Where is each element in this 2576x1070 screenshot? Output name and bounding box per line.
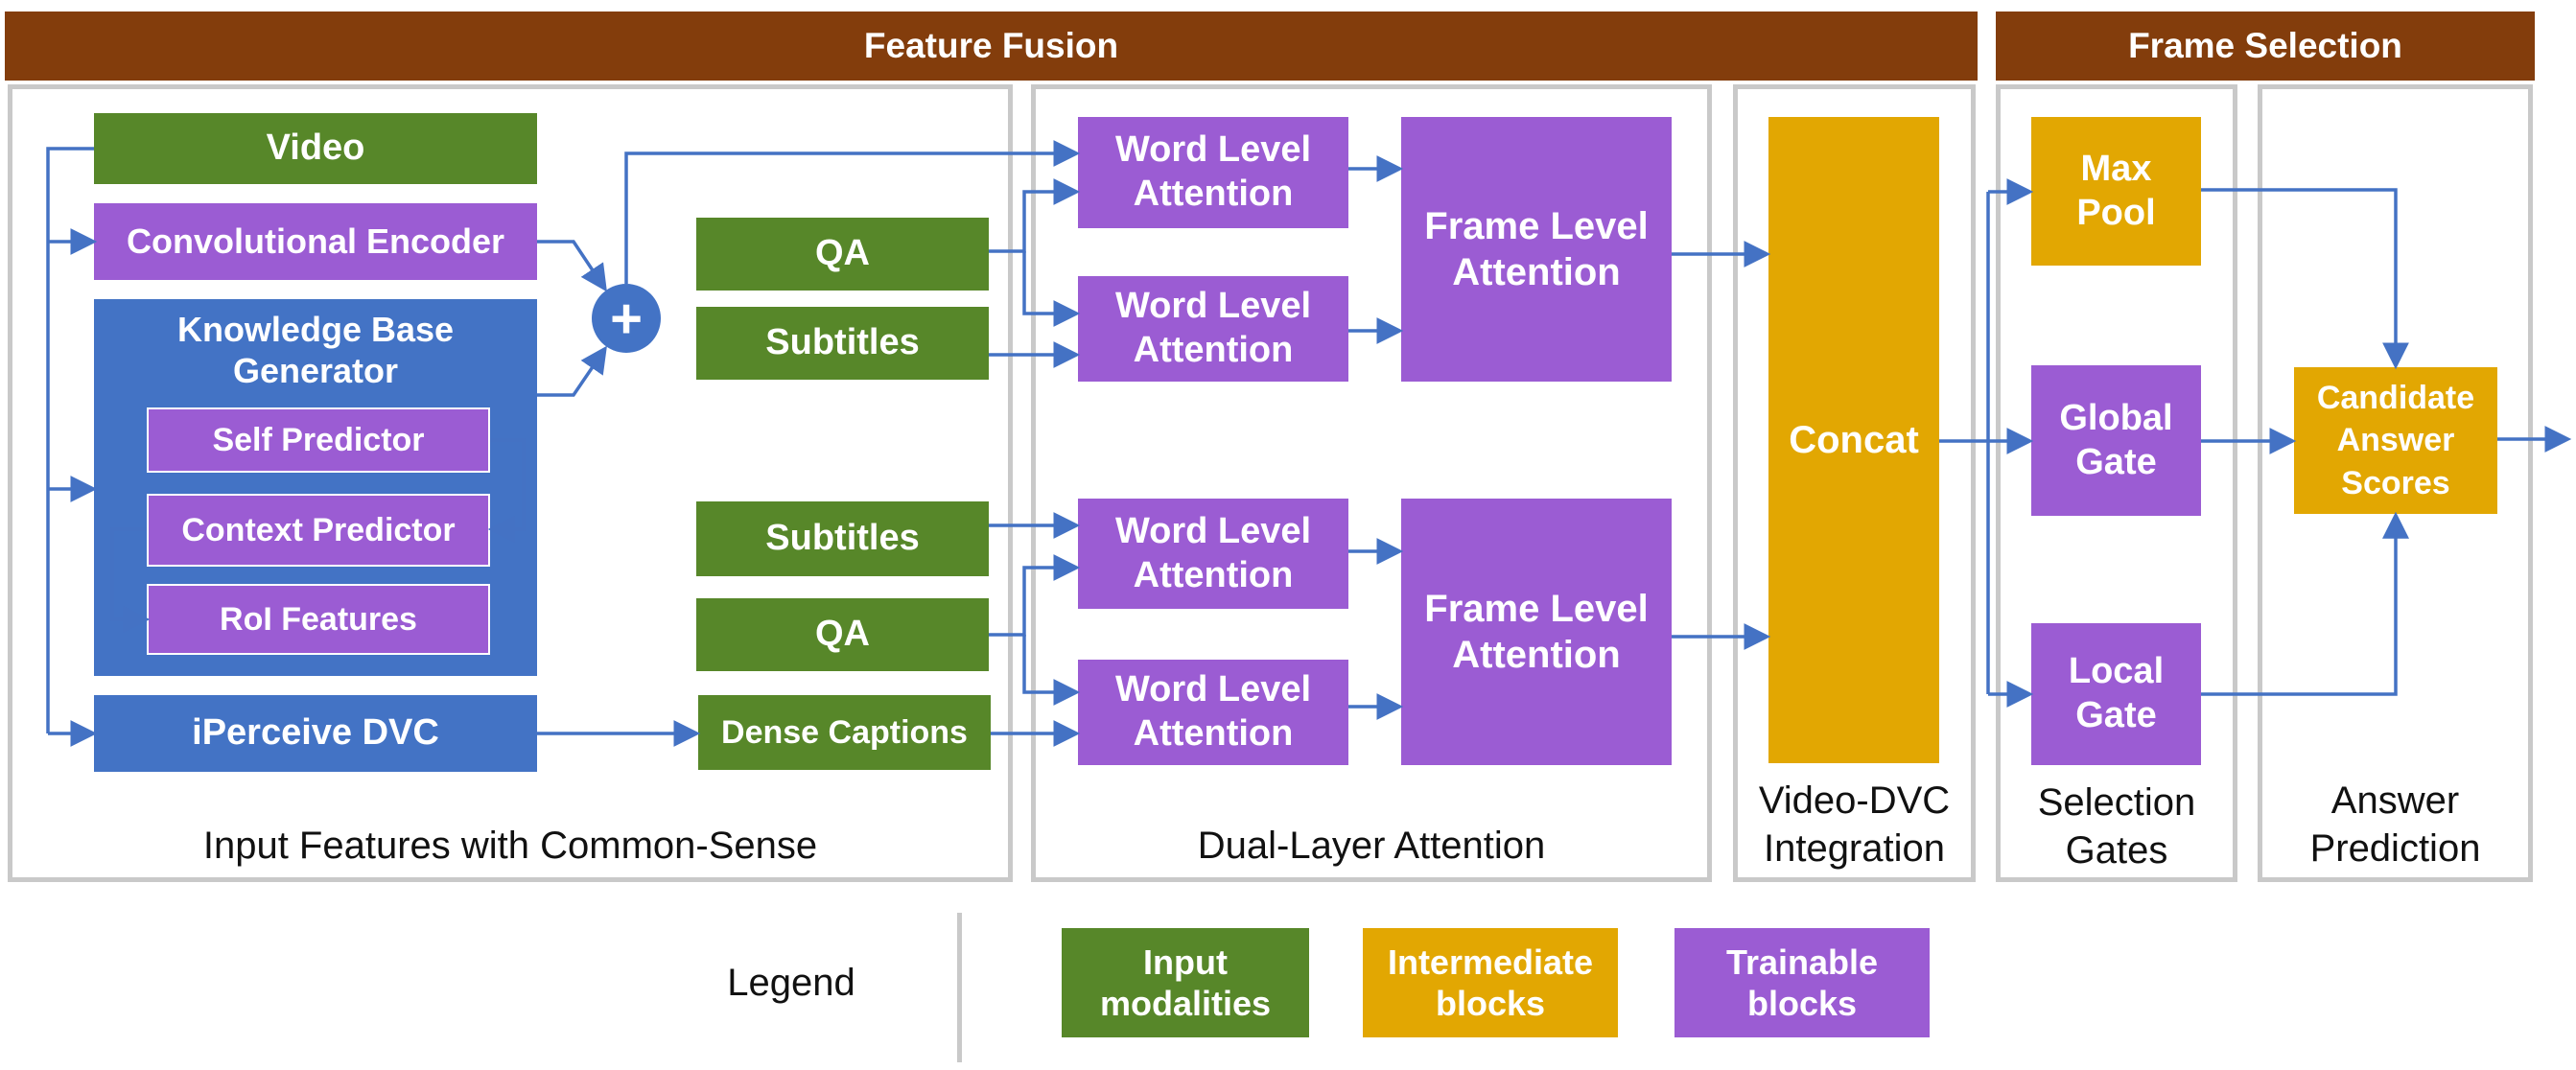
context-to-roi-arrow <box>110 527 151 633</box>
subtitles-top-block: Subtitles <box>696 307 989 380</box>
legend-intermediate-blocks: Intermediate blocks <box>1363 928 1618 1037</box>
selection-gates-panel <box>1996 84 2237 882</box>
frame-selection-header: Frame Selection <box>1996 12 2535 81</box>
word-level-attention-4: Word Level Attention <box>1078 660 1348 765</box>
video-dvc-integration-panel <box>1733 84 1976 882</box>
dense-captions-block: Dense Captions <box>698 695 991 770</box>
video-dvc-integration-label: Video-DVC Integration <box>1758 779 1951 870</box>
local-gate-block: Local Gate <box>2031 623 2201 765</box>
iperceive-dvc-block: iPerceive DVC <box>94 695 537 772</box>
qa-top-to-word2-arrow <box>1022 251 1081 327</box>
candidate-answer-scores-block: Candidate Answer Scores <box>2294 367 2497 514</box>
video-block: Video <box>94 113 537 184</box>
global-gate-block: Global Gate <box>2031 365 2201 516</box>
legend-input-modalities: Input modalities <box>1062 928 1309 1037</box>
answer-prediction-panel <box>2258 84 2533 882</box>
convolutional-encoder-block: Convolutional Encoder <box>94 203 537 280</box>
knowledge-base-generator-title: Knowledge Base Generator <box>176 310 455 391</box>
video-trunk-line <box>46 147 94 733</box>
plus-to-word1-arrow <box>624 140 1081 284</box>
frame-level-attention-bottom: Frame Level Attention <box>1401 499 1672 765</box>
feature-fusion-header: Feature Fusion <box>5 12 1978 81</box>
maxpool-to-candidate-arrow <box>2201 188 2409 370</box>
legend-trainable-blocks: Trainable blocks <box>1674 928 1930 1037</box>
word-level-attention-2: Word Level Attention <box>1078 276 1348 382</box>
local-to-candidate-arrow <box>2201 511 2409 696</box>
self-predictor-block: Self Predictor <box>147 407 490 473</box>
qa-bottom-to-word3-arrow <box>989 554 1081 637</box>
concat-block: Concat <box>1768 117 1939 763</box>
selection-gates-label: Selection Gates <box>2037 781 2196 872</box>
legend-title: Legend <box>727 962 855 1004</box>
input-features-label: Input Features with Common-Sense <box>202 825 818 867</box>
subtitles-bottom-block: Subtitles <box>696 501 989 576</box>
context-predictor-block: Context Predictor <box>147 494 490 567</box>
roi-features-block: RoI Features <box>147 584 490 655</box>
word-level-attention-3: Word Level Attention <box>1078 499 1348 609</box>
dual-layer-attention-label: Dual-Layer Attention <box>1197 825 1546 867</box>
qa-bottom-block: QA <box>696 598 989 671</box>
sum-operator-icon: + <box>592 284 661 353</box>
qa-top-block: QA <box>696 218 989 291</box>
answer-prediction-label: Answer Prediction <box>2309 779 2481 870</box>
qa-bottom-to-word4-arrow <box>1022 635 1081 706</box>
word-level-attention-1: Word Level Attention <box>1078 117 1348 228</box>
legend-divider <box>957 913 962 1062</box>
self-to-context-arrow <box>487 438 526 543</box>
input-features-panel <box>8 84 1013 882</box>
max-pool-block: Max Pool <box>2031 117 2201 266</box>
qa-top-to-word1-arrow <box>989 178 1081 253</box>
kb-to-plus-arrow <box>537 345 607 397</box>
conv-to-plus-arrow <box>537 240 607 292</box>
dual-layer-attention-panel <box>1031 84 1712 882</box>
frame-level-attention-top: Frame Level Attention <box>1401 117 1672 382</box>
